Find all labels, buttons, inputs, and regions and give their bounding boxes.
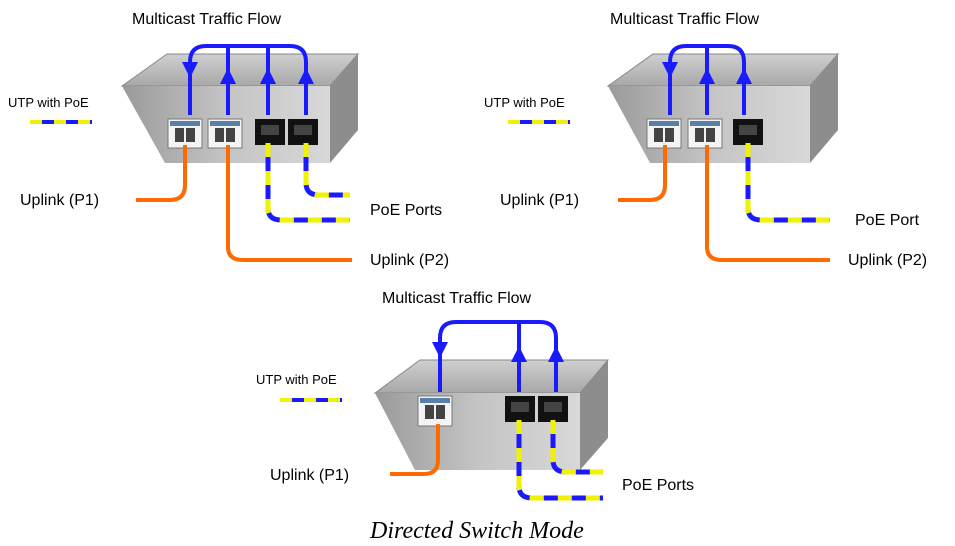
- flow-title-3: Multicast Traffic Flow: [382, 290, 532, 307]
- utp-cable-icon: [516, 420, 603, 501]
- uplink-p2-label-1: Uplink (P2): [370, 252, 449, 269]
- uplink-p1-label-2: Uplink (P1): [500, 192, 579, 209]
- fiber-cable-icon: [390, 424, 440, 476]
- uplink-p2-label-2: Uplink (P2): [848, 252, 927, 269]
- switch-icon: [120, 53, 360, 163]
- rj45-port-icon: [288, 119, 318, 145]
- switch-icon: [606, 53, 840, 163]
- fiber-cable-icon: [618, 145, 830, 262]
- flow-title-2: Multicast Traffic Flow: [610, 11, 760, 28]
- multicast-flow: [662, 44, 752, 115]
- uplink-p1-label-1: Uplink (P1): [20, 192, 99, 209]
- legend-label-2: UTP with PoE: [484, 95, 565, 110]
- multicast-flow: [182, 44, 314, 115]
- rj45-port-icon: [255, 119, 285, 145]
- rj45-port-icon: [538, 396, 568, 422]
- switch-icon: [373, 359, 610, 470]
- sfp-port-icon: [687, 118, 723, 149]
- legend-label-3: UTP with PoE: [256, 372, 337, 387]
- flow-title-1: Multicast Traffic Flow: [132, 11, 282, 28]
- poe-label-3: PoE Ports: [622, 477, 694, 494]
- diagram-2: Multicast Traffic Flow: [484, 11, 927, 269]
- diagram-1: Multicast Traffic Flow: [8, 11, 449, 269]
- poe-label-2: PoE Port: [855, 212, 920, 229]
- fiber-cable-icon: [136, 145, 352, 262]
- multicast-flow: [432, 320, 564, 392]
- utp-cable-icon: [745, 143, 830, 223]
- legend-label-1: UTP with PoE: [8, 95, 89, 110]
- rj45-port-icon: [733, 119, 763, 145]
- uplink-p1-label-3: Uplink (P1): [270, 467, 349, 484]
- sfp-port-icon: [646, 118, 682, 149]
- figure-caption: Directed Switch Mode: [369, 518, 584, 544]
- utp-cable-icon: [265, 143, 350, 223]
- poe-label-1: PoE Ports: [370, 202, 442, 219]
- sfp-port-icon: [207, 118, 243, 149]
- sfp-port-icon: [167, 118, 203, 149]
- diagram-3: Multicast Traffic Flow: [256, 290, 694, 501]
- rj45-port-icon: [505, 396, 535, 422]
- sfp-port-icon: [417, 395, 453, 427]
